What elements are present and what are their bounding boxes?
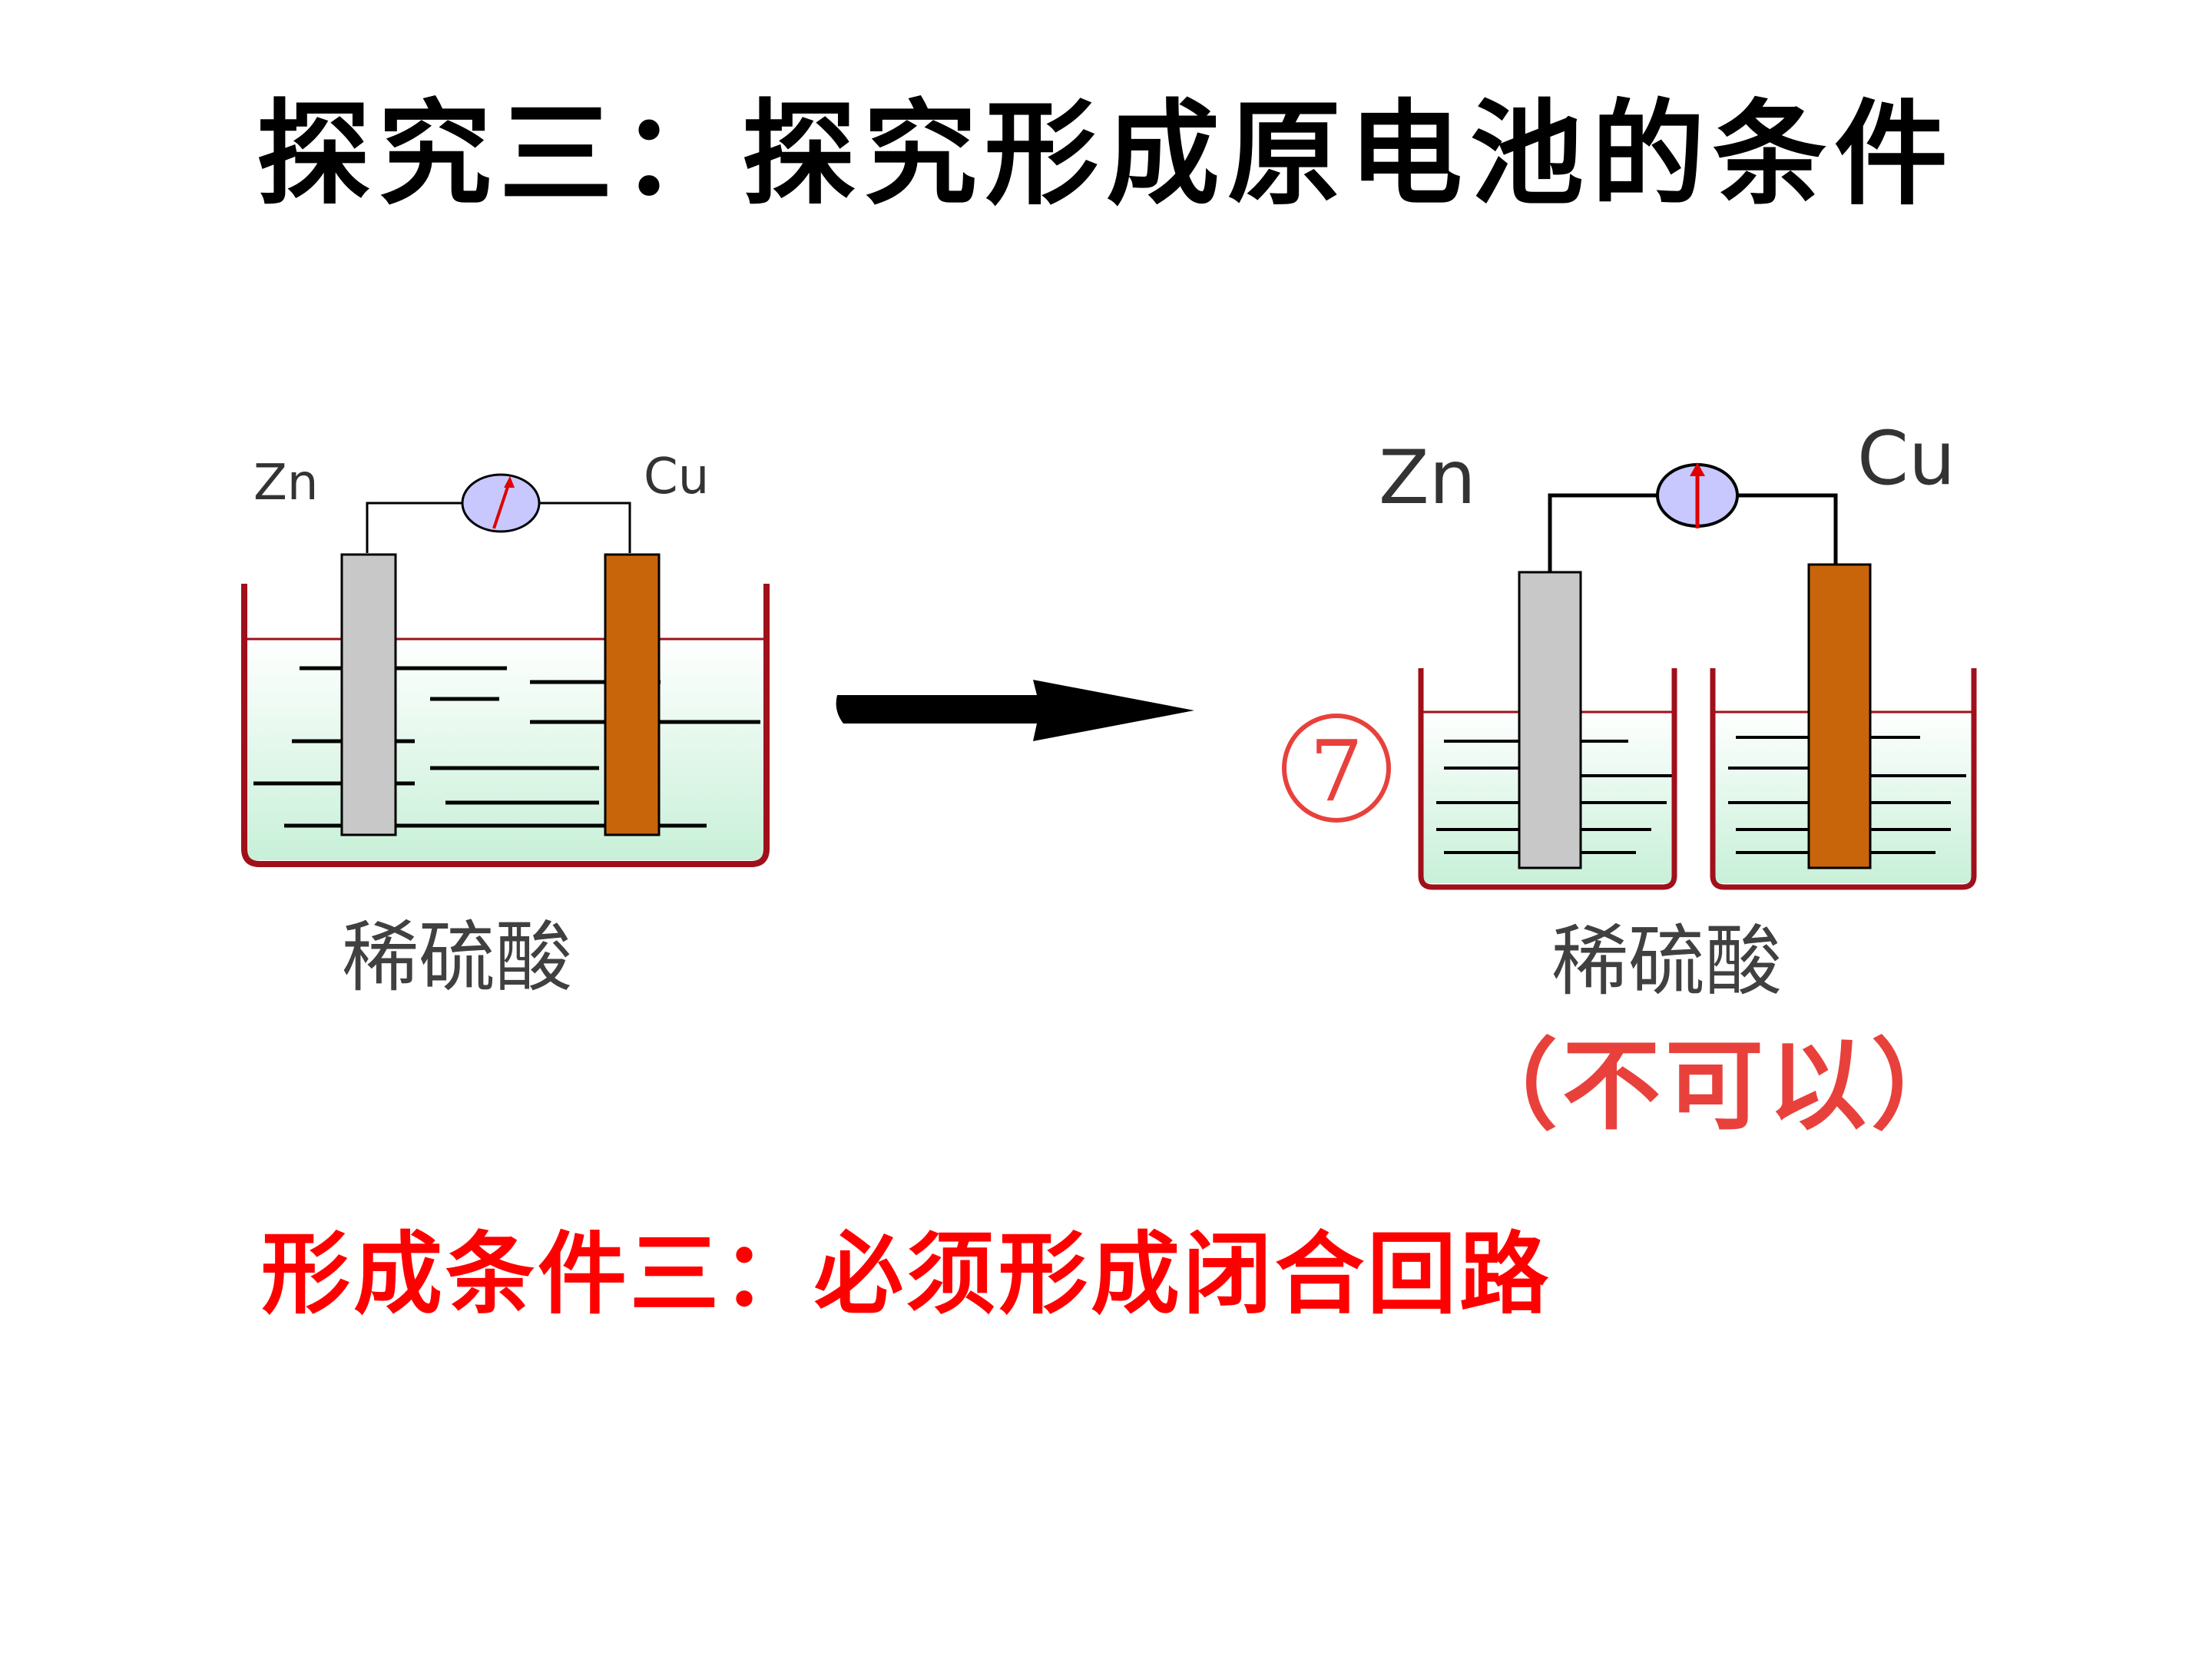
zinc-electrode xyxy=(1518,571,1582,869)
galvanometer-icon xyxy=(461,473,541,533)
left-solution-label: 稀硫酸 xyxy=(342,912,572,1002)
experiment-digit: 7 xyxy=(1310,722,1363,820)
result-text: （不可以） xyxy=(1459,1028,1975,1144)
zinc-electrode xyxy=(340,553,397,836)
experiment-marker: ⑦ 7 xyxy=(1282,714,1391,823)
galvanometer-icon xyxy=(1656,462,1739,528)
cu-label: Cu xyxy=(644,449,709,505)
left-solution xyxy=(244,637,767,860)
copper-electrode xyxy=(604,553,661,836)
copper-electrode xyxy=(1807,563,1872,869)
zn-label: Zn xyxy=(1379,435,1476,521)
conclusion-text: 形成条件三：必须形成闭合回路 xyxy=(261,1222,1551,1326)
cu-label: Cu xyxy=(1857,416,1955,502)
right-right-beaker xyxy=(1710,668,1977,890)
right-solution-label: 稀硫酸 xyxy=(1551,916,1782,1006)
right-arrow-icon xyxy=(836,680,1194,741)
left-cell: Zn Cu xyxy=(241,449,770,867)
left-beaker xyxy=(241,584,770,867)
right-cell: Zn Cu ⑦ 7 xyxy=(1282,416,1977,890)
right-left-beaker xyxy=(1418,668,1677,890)
zn-label: Zn xyxy=(253,455,318,512)
page-title: 探究三：探究形成原电池的条件 xyxy=(257,87,1955,220)
